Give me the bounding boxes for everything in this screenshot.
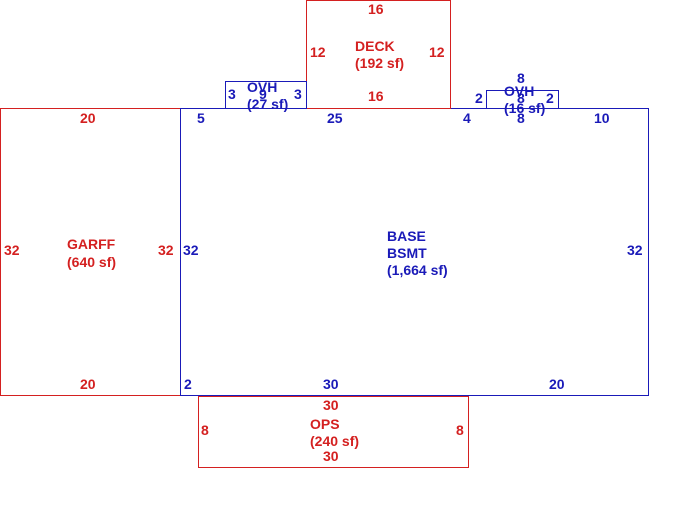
garff-dim-bottom: 20 — [80, 376, 96, 392]
base-dim-top-4: 10 — [594, 110, 610, 126]
base-dim-top-3: 4 — [463, 110, 471, 126]
ovh-left-dim-mid: 9 — [259, 86, 267, 102]
ovh-right-dim-mid: 8 — [517, 90, 525, 106]
deck-outline — [306, 0, 451, 109]
base-dim-left: 32 — [183, 242, 199, 258]
ovh-right-area: (16 sf) — [504, 100, 546, 116]
ovh-left-name: OVH — [247, 79, 278, 95]
ovh-right-dim-left: 2 — [475, 90, 483, 106]
ovh-right-dim-right: 2 — [546, 90, 554, 106]
ops-dim-bottom: 30 — [323, 448, 339, 464]
base-dim-bottom-2: 30 — [323, 376, 339, 392]
ovh-right-dim-bottom: 8 — [517, 110, 525, 126]
ops-area: (240 sf) — [310, 433, 360, 449]
base-dim-right: 32 — [627, 242, 643, 258]
ovh-right-name: OVH — [504, 83, 535, 99]
garff-dim-top: 20 — [80, 110, 96, 126]
garff-dim-right: 32 — [158, 242, 174, 258]
base-dim-bottom-3: 20 — [549, 376, 565, 392]
deck-dim-right: 12 — [429, 44, 445, 60]
ops-dim-top: 30 — [323, 397, 339, 413]
deck-dim-bottom: 16 — [368, 88, 384, 104]
base-dim-bottom-1: 2 — [184, 376, 192, 392]
garff-dim-left: 32 — [4, 242, 20, 258]
ovh-left-dim-right: 3 — [294, 86, 302, 102]
base-name-2: BSMT — [387, 245, 427, 261]
ovh-left-area: (27 sf) — [247, 96, 289, 112]
ovh-left-outline — [225, 81, 307, 109]
base-name-1: BASE — [387, 228, 426, 244]
garff-name: GARFF — [67, 236, 116, 252]
ops-outline — [198, 396, 469, 468]
base-dim-top-1: 5 — [197, 110, 205, 126]
base-area: (1,664 sf) — [387, 262, 448, 278]
base-dim-top-2: 25 — [327, 110, 343, 126]
ovh-right-dim-top: 8 — [517, 70, 525, 86]
deck-name: DECK — [355, 38, 395, 54]
ovh-right-outline — [486, 90, 559, 109]
ops-dim-right: 8 — [456, 422, 464, 438]
ovh-left-dim-left: 3 — [228, 86, 236, 102]
ops-name: OPS — [310, 416, 340, 432]
deck-dim-top: 16 — [368, 1, 384, 17]
deck-dim-left: 12 — [310, 44, 326, 60]
garff-outline — [0, 108, 181, 396]
garff-area: (640 sf) — [67, 254, 117, 270]
deck-area: (192 sf) — [355, 55, 405, 71]
ops-dim-left: 8 — [201, 422, 209, 438]
